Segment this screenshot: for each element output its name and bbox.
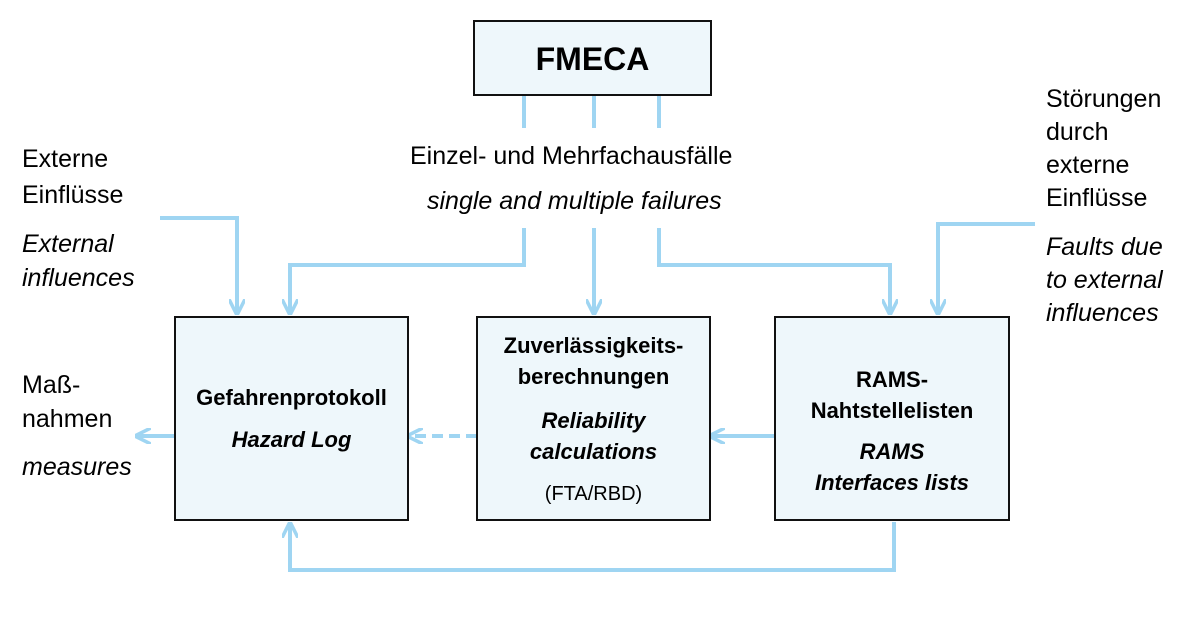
rams-de-line1: RAMS-	[855, 367, 929, 392]
external-left-de-line1: Externe	[22, 145, 109, 173]
reliability-en-line1: Reliability	[541, 408, 646, 433]
hazard-log-box: Gefahrenprotokoll Hazard Log	[174, 316, 409, 521]
external-right-de-line1: Störungen	[1046, 85, 1162, 113]
arrow-faults-to-rams	[938, 222, 1035, 312]
arrow-fmeca-to-hazard-log	[290, 228, 526, 312]
rams-en-line2: Interfaces lists	[814, 470, 970, 495]
external-left-en-line2: influences	[22, 264, 135, 292]
reliability-box: Zuverlässigkeits- berechnungen Reliabili…	[476, 316, 711, 521]
external-right-en-line3: influences	[1046, 299, 1159, 327]
external-right-en-line1: Faults due	[1046, 233, 1163, 261]
external-right-de-line4: Einflüsse	[1046, 184, 1148, 212]
reliability-methods: (FTA/RBD)	[544, 483, 643, 505]
external-right-de-line3: externe	[1046, 151, 1130, 179]
hazard-log-de: Gefahrenprotokoll	[196, 385, 387, 410]
rams-en-line1: RAMS	[859, 439, 925, 464]
fmeca-title: FMECA	[535, 41, 650, 77]
reliability-de-line1: Zuverlässigkeits-	[503, 333, 684, 358]
reliability-en-line2: calculations	[529, 439, 658, 464]
arrow-fmeca-to-rams	[657, 228, 890, 312]
rams-box: RAMS- Nahtstellelisten RAMS Interfaces l…	[774, 316, 1010, 521]
reliability-de-line2: berechnungen	[517, 364, 670, 389]
arrow-external-to-hazard-log	[160, 216, 237, 312]
measures-de-line1: Maß-	[22, 371, 81, 399]
hazard-log-en: Hazard Log	[231, 427, 352, 452]
external-left-en-line1: External	[22, 230, 114, 258]
external-left-de-line2: Einflüsse	[22, 181, 124, 209]
external-right-de-line2: durch	[1046, 118, 1109, 146]
fmeca-box: FMECA	[473, 20, 712, 96]
measures-en: measures	[22, 453, 132, 481]
rams-de-line2: Nahtstellelisten	[810, 398, 974, 423]
measures-de-line2: nahmen	[22, 405, 113, 433]
fmeca-output-de: Einzel- und Mehrfachausfälle	[410, 142, 733, 170]
external-right-en-line2: to external	[1046, 266, 1163, 294]
fmeca-output-en: single and multiple failures	[427, 187, 722, 215]
arrow-rams-to-hazard-log	[290, 522, 896, 572]
